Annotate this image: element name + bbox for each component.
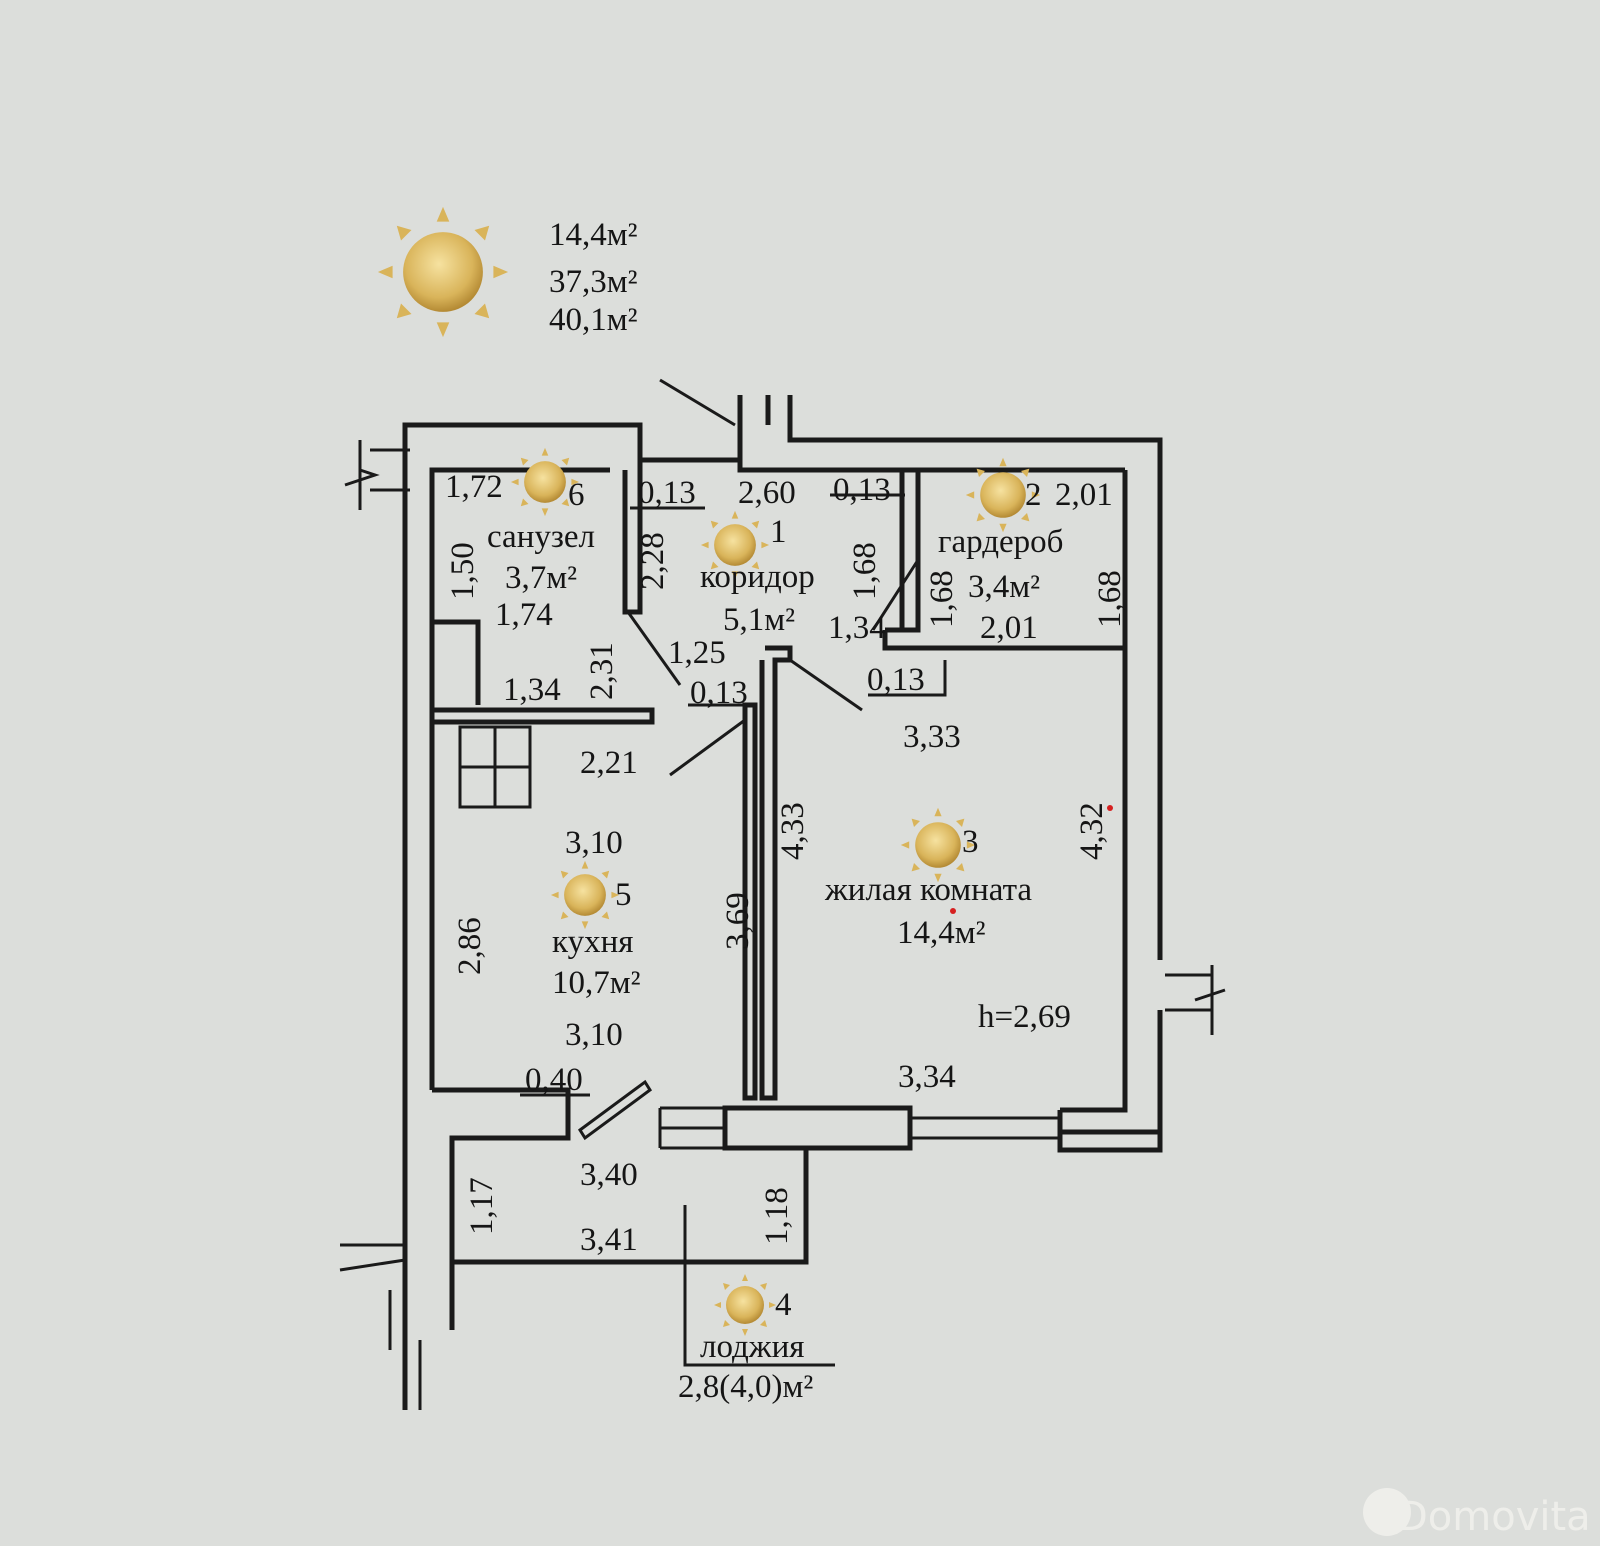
room-number: 3 [962, 824, 979, 860]
room-name: жилая комната [824, 872, 1032, 908]
room-kitchen: 5 кухня 10,7м² [552, 877, 641, 1001]
room-area: 5,1м² [723, 602, 795, 638]
room-number: 4 [775, 1287, 792, 1323]
dimension-label: 1,68 [847, 542, 883, 600]
dimensions: 1,72 1,50 1,74 0,13 2,60 0,13 2,28 1,25 … [445, 469, 1128, 1258]
total-area: 37,3м² [549, 264, 638, 300]
dimension-label: 0,13 [690, 675, 748, 711]
dimension-label: 1,34 [503, 672, 561, 708]
dimension-label: 1,25 [668, 635, 726, 671]
room-number: 6 [568, 477, 585, 513]
room-number: 2 [1025, 477, 1042, 513]
marker-dot [950, 908, 956, 914]
domovita-watermark: Domovita [1363, 1488, 1591, 1540]
dimension-label: 0,40 [525, 1062, 583, 1098]
dimension-label: 3,10 [565, 825, 623, 861]
dimension-label: 2,86 [452, 917, 488, 975]
room-name: гардероб [938, 524, 1063, 560]
dimension-label: 0,13 [867, 662, 925, 698]
dimension-label: 1,68 [1092, 570, 1128, 628]
dimension-label: 3,40 [580, 1157, 638, 1193]
domovita-logo-icon [1363, 1488, 1411, 1536]
room-area: 3,4м² [968, 569, 1040, 605]
sun-icon [550, 860, 620, 930]
room-name: санузел [487, 519, 595, 555]
dimension-label: 2,21 [580, 745, 638, 781]
total-area-with-loggia: 40,1м² [549, 302, 638, 338]
living-area-total: 14,4м² [549, 217, 638, 253]
dimension-label: 0,13 [638, 475, 696, 511]
dimension-label: 1,34 [828, 610, 886, 646]
sun-icon [714, 1274, 776, 1336]
room-number: 5 [615, 877, 632, 913]
dimension-label: 3,33 [903, 719, 961, 755]
watermark-text: Domovita [1397, 1494, 1591, 1540]
dimension-label: 3,41 [580, 1222, 638, 1258]
room-wardrobe: 2 гардероб 3,4м² [938, 477, 1063, 605]
room-corridor: 1 коридор 5,1м² [700, 514, 815, 638]
dimension-label: 2,60 [738, 475, 796, 511]
room-name: лоджия [700, 1329, 804, 1365]
dimension-label: 0,13 [833, 472, 891, 508]
dimension-label: 2,01 [1055, 477, 1113, 513]
dimension-label: 4,33 [775, 802, 811, 860]
room-area: 10,7м² [552, 965, 641, 1001]
dimension-label: 3,34 [898, 1059, 956, 1095]
dimension-label: 3,10 [565, 1017, 623, 1053]
dimension-label: 1,72 [445, 469, 503, 505]
dimension-label: 2,01 [980, 610, 1038, 646]
dimension-label: 2,28 [635, 532, 671, 590]
room-area: 2,8(4,0)м² [678, 1369, 813, 1405]
ceiling-height: h=2,69 [978, 999, 1071, 1035]
room-area: 14,4м² [897, 915, 986, 951]
dimension-label: 3,69 [720, 892, 756, 950]
room-living: 3 жилая комната 14,4м² h=2,69 [824, 824, 1071, 1035]
sun-icon [377, 206, 509, 338]
dimension-label: 2,31 [584, 642, 620, 700]
room-loggia: 4 лоджия 2,8(4,0)м² [678, 1287, 813, 1405]
room-name: коридор [700, 559, 815, 595]
marker-dot [1107, 805, 1113, 811]
room-number: 1 [770, 514, 787, 550]
room-bathroom: 6 санузел 3,7м² [487, 477, 595, 596]
dimension-label: 1,50 [445, 542, 481, 600]
dimension-label: 4,32 [1074, 802, 1110, 860]
dimension-label: 1,68 [924, 570, 960, 628]
dimension-label: 1,18 [759, 1187, 795, 1245]
room-name: кухня [552, 924, 633, 960]
room-area: 3,7м² [505, 560, 577, 596]
dimension-label: 1,74 [495, 597, 553, 633]
walls [339, 378, 1226, 1410]
dimension-label: 1,17 [464, 1177, 500, 1235]
